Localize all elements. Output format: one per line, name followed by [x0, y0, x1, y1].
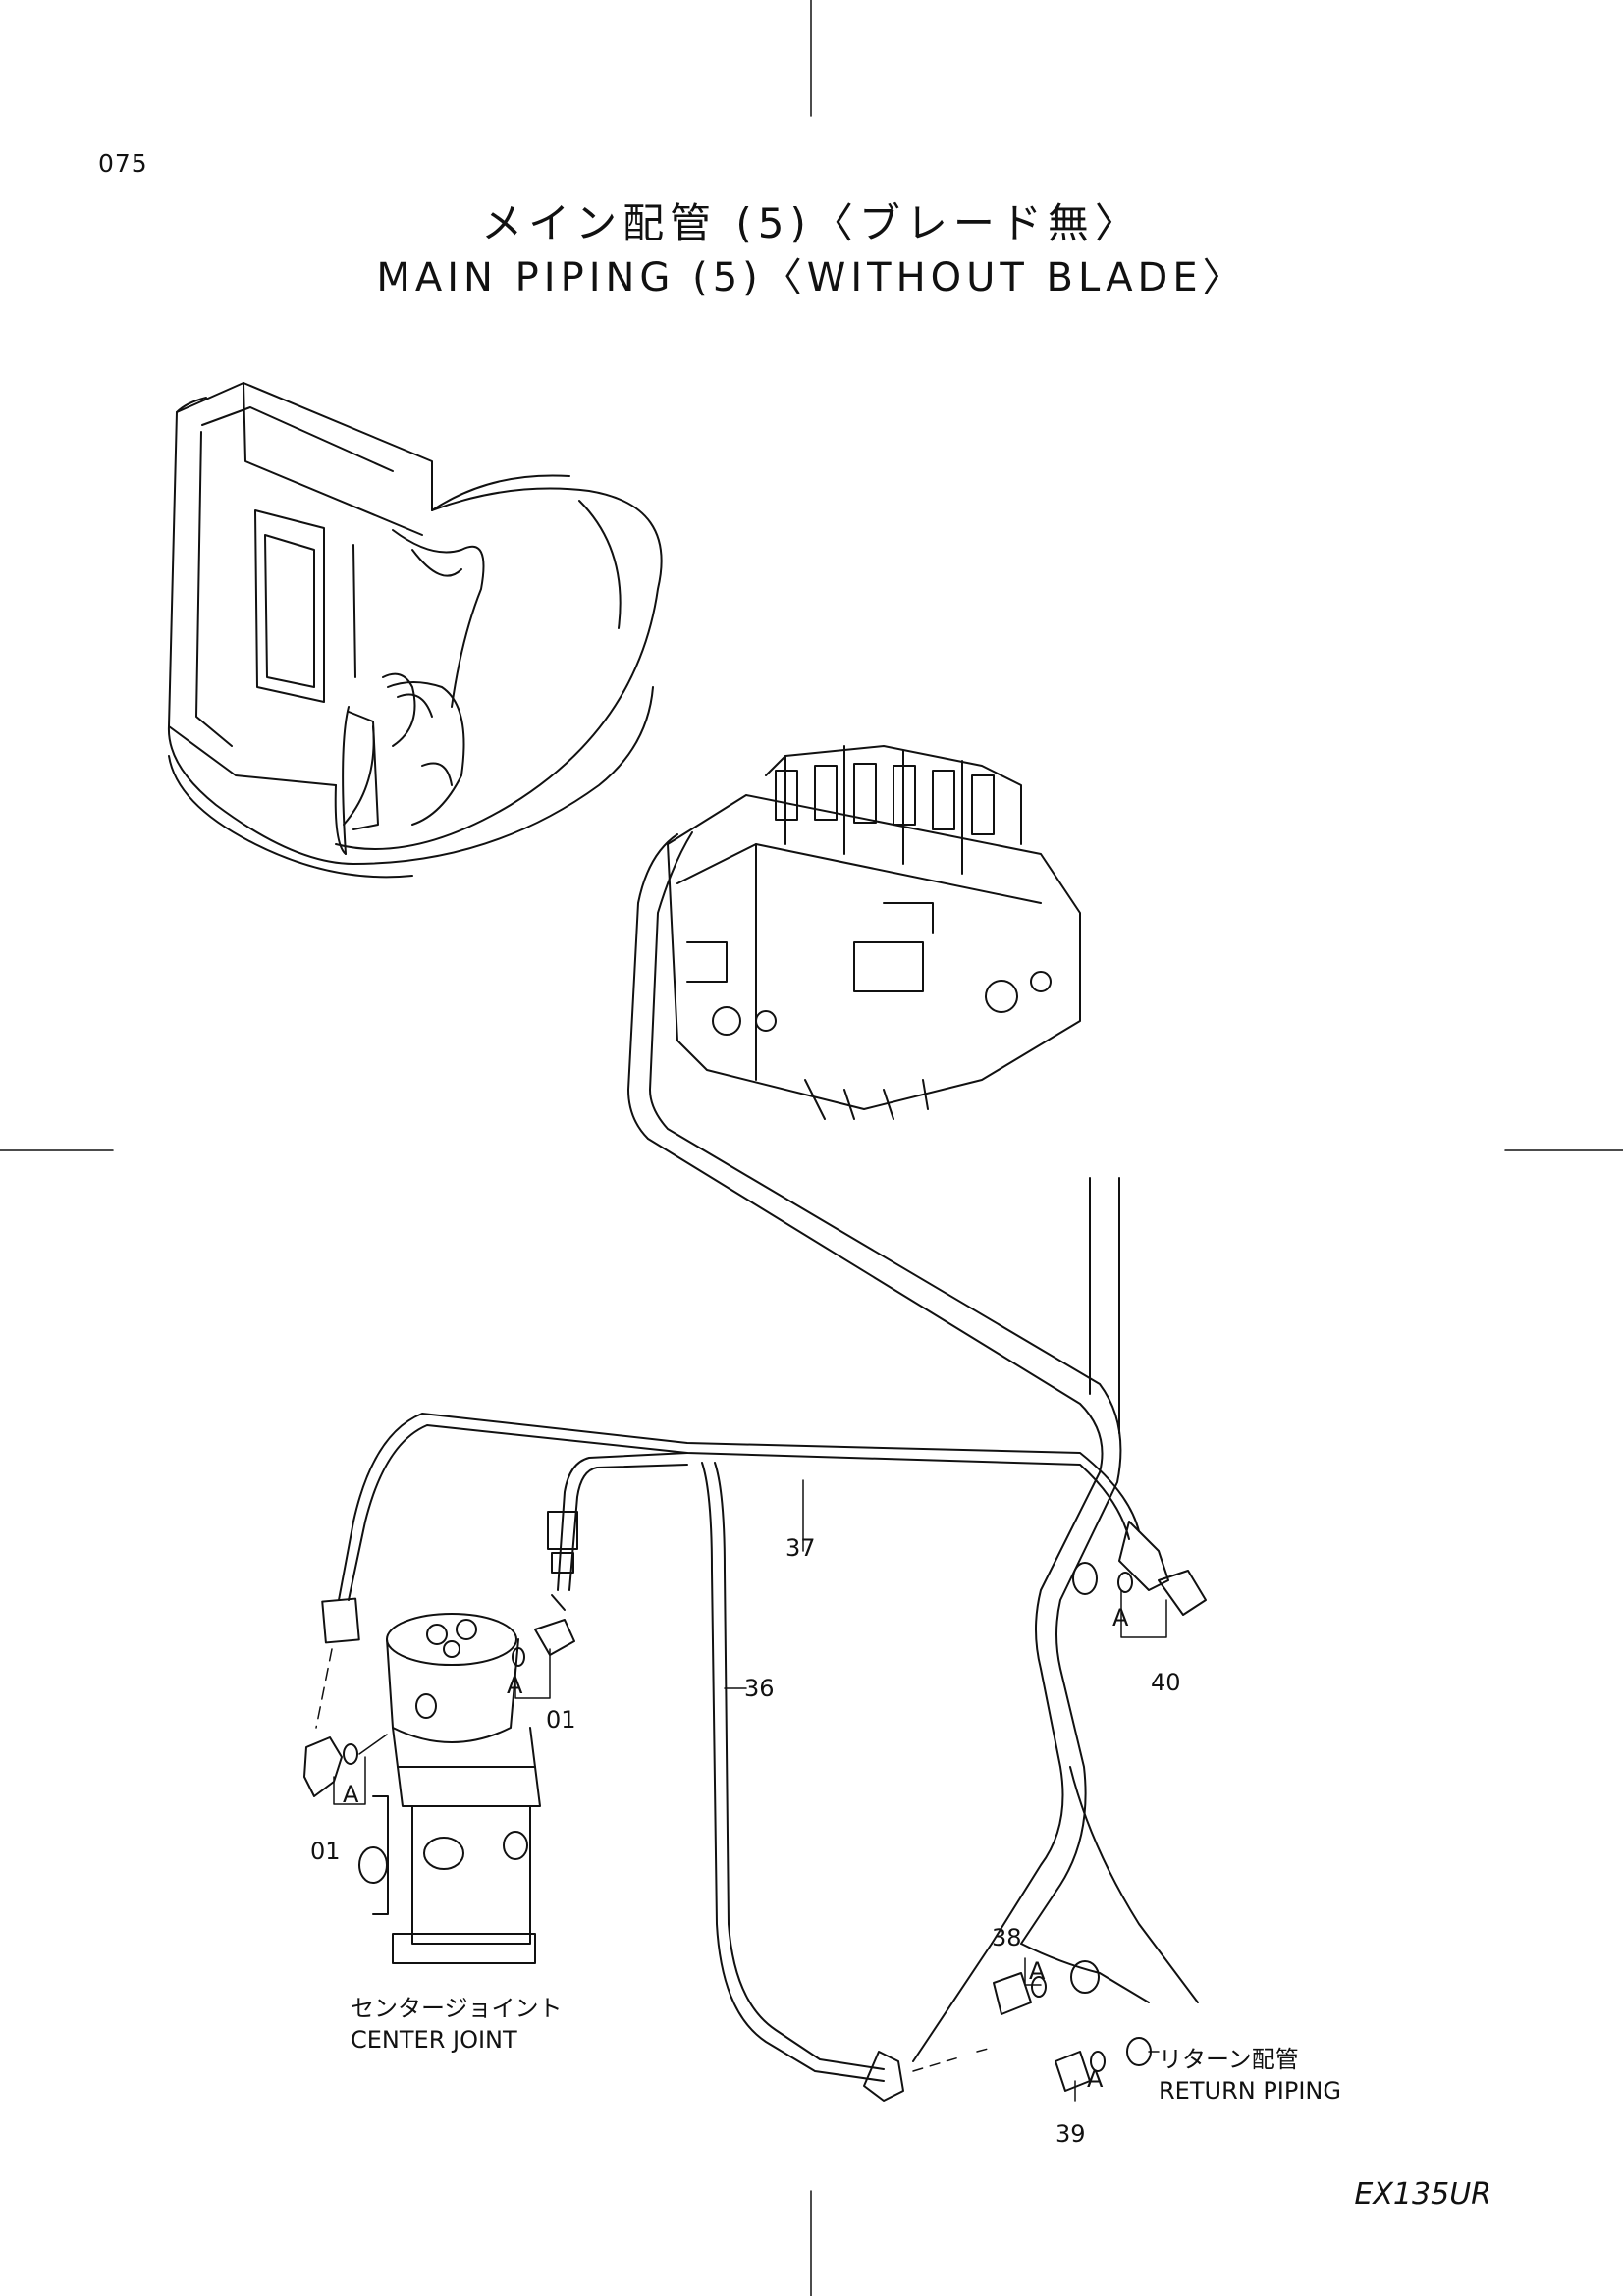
callout-01-upper: 01 [546, 1706, 576, 1734]
return-piping-label-jp: リターン配管 [1159, 2046, 1299, 2073]
callout-a-right: A [1112, 1604, 1129, 1631]
return-piping-label-en: RETURN PIPING [1159, 2077, 1341, 2105]
center-joint-label-jp: センタージョイント [351, 1995, 563, 2022]
hose-36 [701, 1462, 993, 2102]
callout-39: 39 [1055, 2120, 1086, 2148]
callout-37: 37 [785, 1534, 816, 1562]
excavator-body [167, 382, 663, 879]
page-title-en: MAIN PIPING (5)〈WITHOUT BLADE〉 [376, 255, 1247, 300]
callout-a-39: A [1087, 2065, 1104, 2093]
callout-01-lower: 01 [310, 1838, 341, 1865]
page-title-jp: メイン配管 (5)〈ブレード無〉 [481, 199, 1142, 247]
callout-a-upper: A [507, 1672, 523, 1699]
callout-40: 40 [1151, 1669, 1181, 1696]
hose-37 [321, 1413, 1169, 1644]
callout-a-38: A [1029, 1957, 1046, 1985]
callout-36: 36 [744, 1675, 775, 1702]
center-joint [358, 1613, 541, 1964]
return-tube [627, 831, 1199, 2062]
center-joint-label-en: CENTER JOINT [351, 2026, 517, 2054]
callout-a-left: A [343, 1781, 359, 1808]
callout-brackets [333, 1589, 1167, 2102]
model-number: EX135UR [1354, 2177, 1491, 2212]
control-valve [667, 745, 1081, 1120]
page-number: 075 [98, 149, 148, 178]
callout-38: 38 [992, 1924, 1022, 1951]
